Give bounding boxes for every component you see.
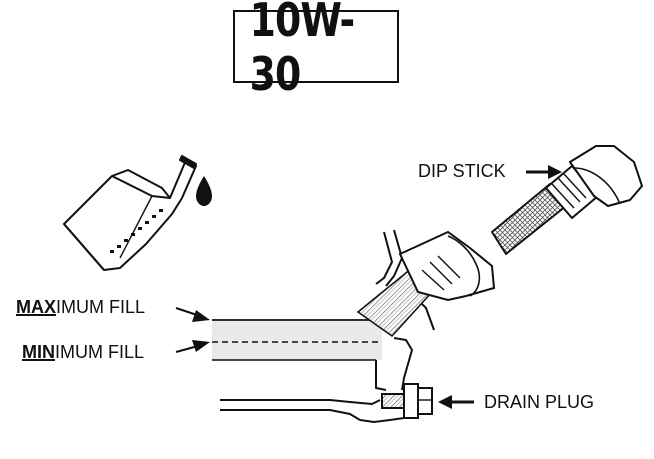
max-fill-label-rest: IMUM FILL bbox=[56, 297, 146, 317]
dipstick-arrow bbox=[526, 165, 562, 179]
max-fill-label-strong: MAX bbox=[16, 297, 56, 317]
drain-plug-label: DRAIN PLUG bbox=[484, 392, 595, 412]
min-fill-label-strong: MIN bbox=[22, 342, 55, 362]
oil-grade-box: 10W-30 bbox=[233, 0, 399, 101]
drain-plug-arrow bbox=[438, 395, 474, 409]
oil-drop-icon bbox=[196, 176, 212, 206]
min-fill-label-rest: IMUM FILL bbox=[55, 342, 145, 362]
oil-grade-text: 10W-30 bbox=[249, 0, 356, 101]
fill-neck bbox=[356, 230, 496, 338]
dip-stick-label: DIP STICK bbox=[418, 161, 506, 181]
max-fill-arrow bbox=[175, 307, 210, 322]
min-fill-arrow bbox=[175, 340, 210, 353]
oil-level-band bbox=[212, 319, 400, 361]
max-fill-label: MAXIMUM FILL bbox=[16, 297, 145, 317]
drain-plug-icon bbox=[381, 383, 433, 419]
oil-bottle-icon bbox=[63, 155, 197, 271]
dipstick-icon bbox=[491, 145, 643, 255]
min-fill-label: MINIMUM FILL bbox=[22, 342, 144, 362]
